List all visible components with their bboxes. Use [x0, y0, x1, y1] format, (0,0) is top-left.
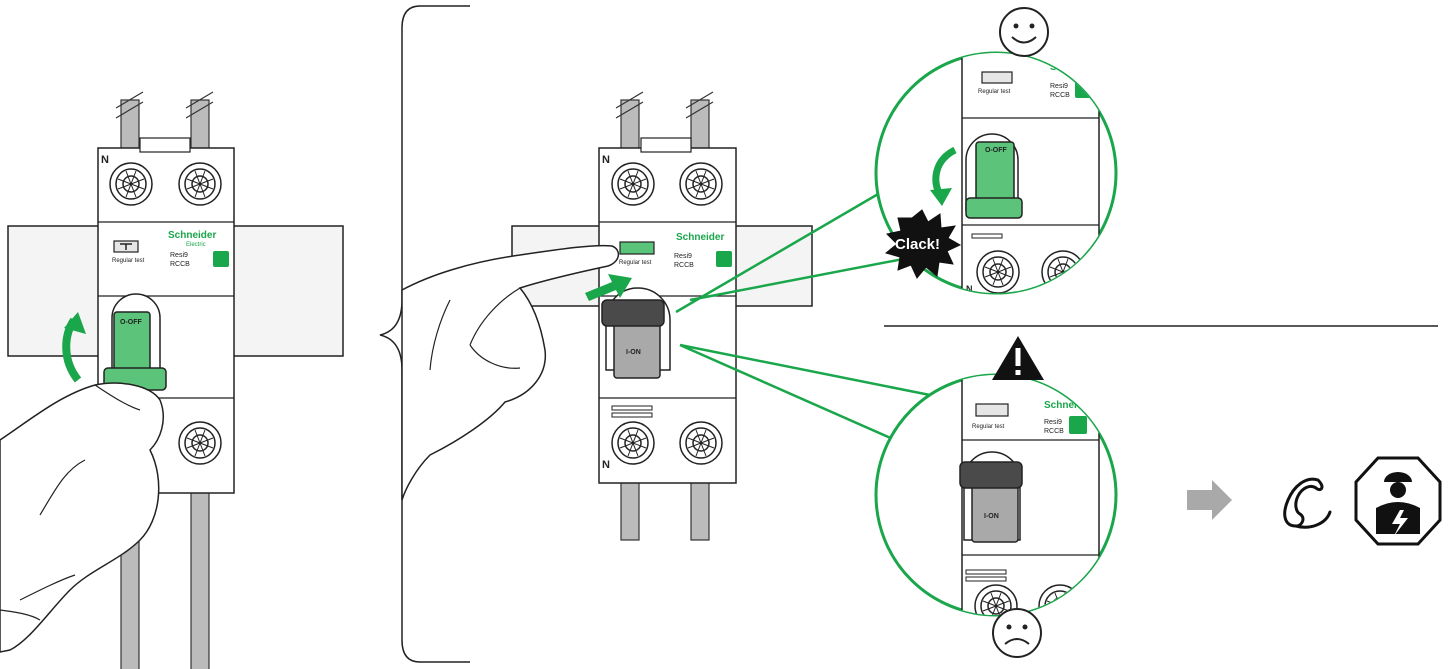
- contact-electrician-group: [1187, 456, 1442, 546]
- type-label-zoom-top: RCCB: [1050, 92, 1070, 99]
- middle-panel: N N Regular test Schneider Resi9 RCCB I-…: [401, 91, 951, 541]
- test-button-pressed[interactable]: [619, 241, 655, 255]
- test-label-zoom-bottom: Regular test: [972, 424, 1005, 430]
- neutral-label-mid-bottom: N: [602, 459, 610, 471]
- brand-label: Schneider: [168, 230, 216, 241]
- left-panel: N Regular test Schneider Electric Resi9 …: [0, 91, 344, 669]
- top-wires: [115, 91, 214, 161]
- hand-left: [0, 382, 164, 653]
- callout-line-bottom: [679, 343, 931, 442]
- clack-label: Clack!: [895, 236, 940, 253]
- brand-label-middle: Schneider: [676, 232, 724, 243]
- model-label-middle: Resi9: [674, 253, 692, 260]
- clack-burst-icon: [884, 209, 962, 279]
- brand-label-zoom-bottom: Schneider: [1044, 400, 1092, 411]
- test-label-middle: Regular test: [619, 260, 652, 266]
- telephone-icon: [1283, 477, 1332, 529]
- type-label-middle: RCCB: [674, 262, 694, 269]
- model-label: Resi9: [170, 252, 188, 259]
- brace: [379, 5, 470, 663]
- type-label: RCCB: [170, 261, 190, 268]
- off-label-zoom: O-OFF: [985, 147, 1007, 154]
- on-label-zoom: I-ON: [984, 513, 999, 520]
- brand-label-zoom-top: Schneider: [1050, 62, 1098, 73]
- off-label: O-OFF: [120, 319, 142, 326]
- hand-pointing: [401, 244, 620, 501]
- neutral-label-mid-top: N: [602, 154, 610, 166]
- trip-ok-callout: Regular test Schneider Resi9 RCCB O-OFF …: [874, 7, 1118, 295]
- neutral-label-top: N: [101, 154, 109, 166]
- type-label-zoom-bottom: RCCB: [1044, 428, 1064, 435]
- green-push-arrow-icon: [585, 274, 632, 301]
- neutral-label-zoom-top: N: [966, 284, 973, 294]
- brand-sub-label: Electric: [186, 242, 206, 248]
- on-label: I-ON: [626, 349, 641, 356]
- test-label: Regular test: [112, 258, 145, 264]
- gray-right-arrow-icon: [1187, 480, 1232, 520]
- electrician-icon: [1354, 456, 1442, 546]
- test-label-zoom-top: Regular test: [978, 89, 1011, 95]
- smiley-face-icon: [999, 7, 1049, 57]
- model-label-zoom-top: Resi9: [1050, 83, 1068, 90]
- warning-triangle-icon: [992, 336, 1044, 380]
- trip-fail-callout: Regular test Schneider Resi9 RCCB I-ON: [874, 336, 1118, 658]
- sad-face-icon: [992, 608, 1042, 658]
- model-label-zoom-bottom: Resi9: [1044, 419, 1062, 426]
